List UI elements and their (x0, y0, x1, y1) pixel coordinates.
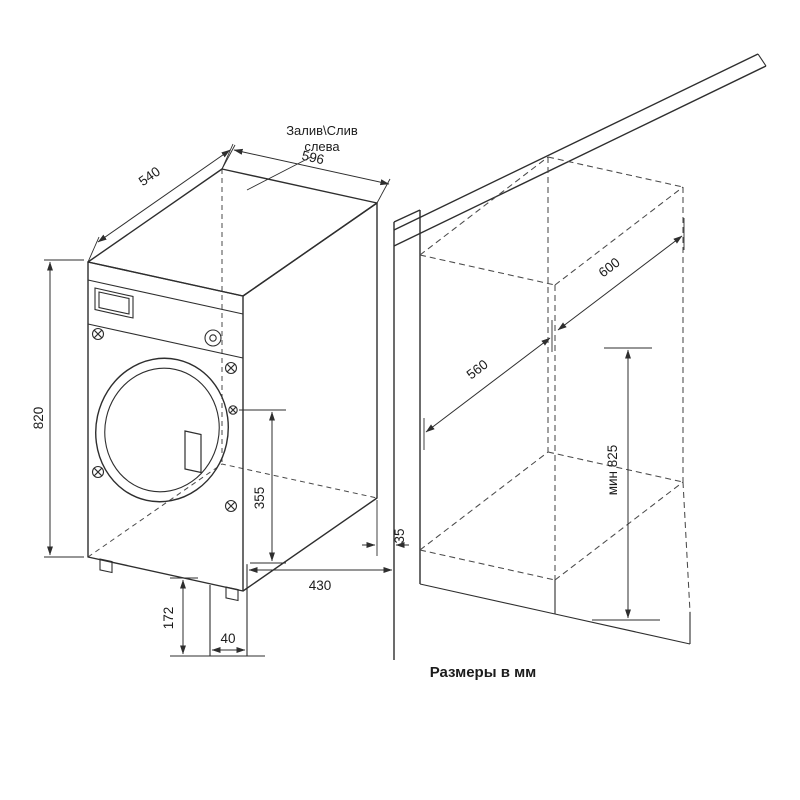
door-handle (184, 430, 202, 474)
dim-niche-depth: 560 (423, 320, 553, 450)
dim-machine-depth: 540 (87, 143, 234, 263)
fill-drain-note-line1: Залив\Слив (286, 123, 358, 138)
dim-base-depth: 430 (246, 564, 393, 596)
screw-mark-icon (224, 361, 238, 375)
connection-point-icon (228, 405, 238, 415)
dim-niche-min-height-label: мин 825 (605, 445, 620, 496)
door-outer-ring (95, 357, 229, 503)
dim-worktop-depth-label: 600 (596, 255, 623, 281)
dim-niche-min-height: мин 825 (592, 347, 660, 621)
dim-machine-height: 820 (31, 259, 84, 558)
screw-mark-icon (91, 327, 105, 341)
program-knob (204, 329, 222, 347)
dim-plinth-recess: 40 (211, 631, 246, 653)
niche-hidden-box (419, 156, 684, 581)
dim-machine-width: 596 (221, 144, 391, 204)
dim-front-gap: 35 (362, 500, 409, 556)
dim-plinth-height-label: 172 (161, 607, 176, 630)
dim-machine-width-label: 596 (300, 148, 325, 168)
display-window-inner (98, 291, 130, 315)
fill-drain-note: Залив\Слив слева (246, 123, 358, 191)
dim-machine-height-label: 820 (31, 407, 46, 430)
units-caption: Размеры в мм (430, 664, 537, 681)
dim-plinth-height: 172 (161, 577, 198, 655)
door (95, 357, 229, 503)
cabinet-side-panel (393, 209, 421, 660)
dim-machine-depth-label: 540 (136, 164, 163, 189)
note-leader-line (246, 156, 312, 191)
dim-base-depth-label: 430 (309, 578, 332, 593)
door-inner-ring (104, 367, 220, 493)
program-knob-center (209, 334, 217, 342)
cabinet-plinth (419, 481, 691, 645)
worktop (393, 53, 767, 247)
machine-feet (99, 558, 239, 602)
control-panel (94, 287, 222, 347)
mounting-marks (91, 327, 238, 513)
dim-front-gap-label: 35 (392, 528, 407, 543)
fill-drain-note-line2: слева (304, 139, 340, 154)
dim-connection-height-label: 355 (252, 487, 267, 510)
washing-machine-outline (87, 168, 378, 592)
dim-plinth-recess-label: 40 (220, 631, 235, 646)
screw-mark-icon (91, 465, 105, 479)
display-window (94, 287, 134, 319)
screw-mark-icon (224, 499, 238, 513)
dim-connection-height: 355 (239, 409, 286, 564)
dim-niche-depth-label: 560 (464, 357, 491, 383)
